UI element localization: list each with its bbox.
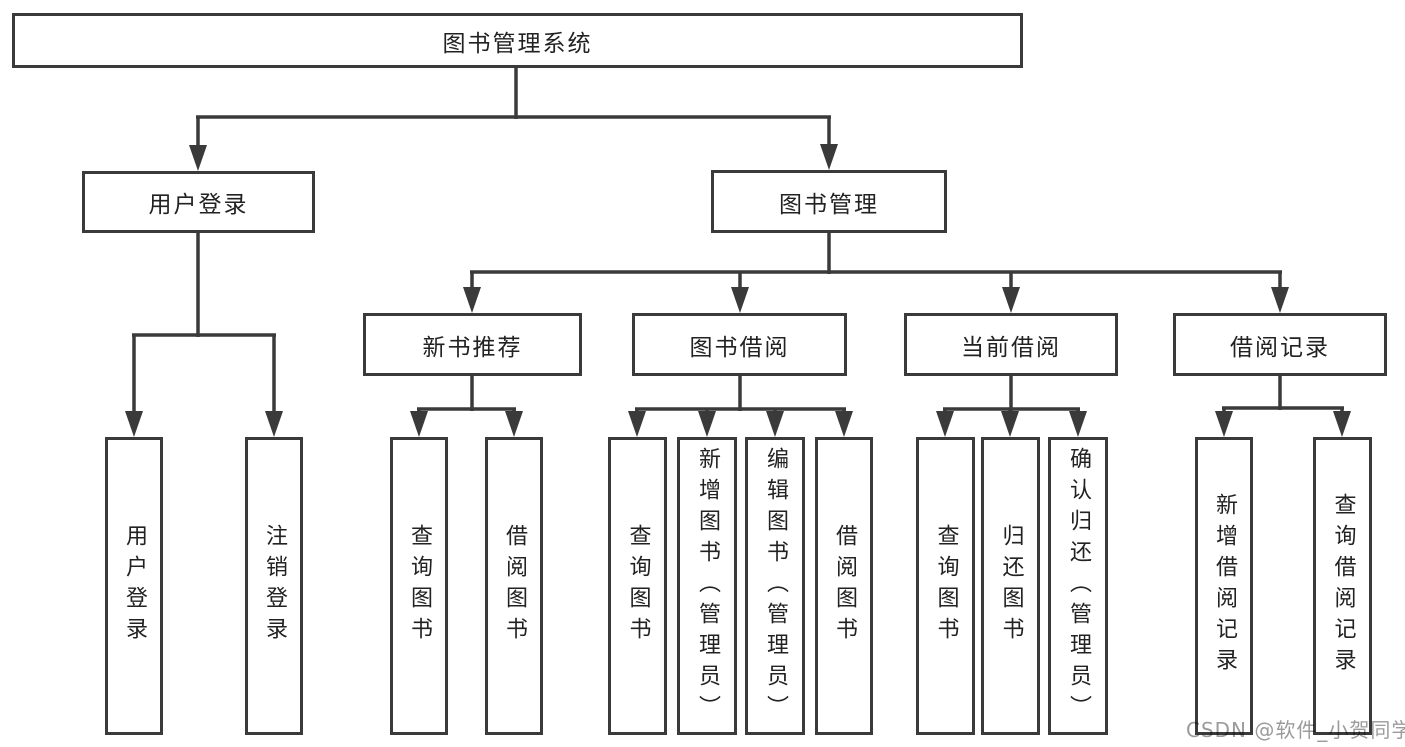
leaf-query-books-current: 查询图书	[916, 437, 975, 735]
leaf-add-borrow-record: 新增借阅记录	[1195, 437, 1253, 735]
leaf-logout: 注销登录	[245, 437, 303, 735]
node-book-borrowing: 图书借阅	[632, 313, 847, 376]
node-new-book-recommendation: 新书推荐	[363, 313, 582, 376]
node-current-borrowing: 当前借阅	[904, 313, 1118, 376]
node-borrowing-records: 借阅记录	[1173, 313, 1387, 376]
node-book-management: 图书管理	[711, 170, 947, 233]
leaf-confirm-return-admin: 确认归还（管理员）	[1048, 437, 1108, 735]
leaf-borrow-books: 借阅图书	[815, 437, 873, 735]
leaf-return-book: 归还图书	[981, 437, 1040, 735]
node-user-login: 用户登录	[82, 171, 315, 233]
leaf-borrow-books-recommend: 借阅图书	[485, 437, 543, 735]
csdn-watermark: CSDN @软件_小贺同学	[1186, 718, 1405, 742]
leaf-query-books-recommend: 查询图书	[390, 437, 448, 735]
leaf-query-borrow-record: 查询借阅记录	[1313, 437, 1372, 735]
leaf-add-book-admin: 新增图书（管理员）	[677, 437, 737, 735]
leaf-query-books-borrow: 查询图书	[608, 437, 667, 735]
node-library-management-system: 图书管理系统	[12, 13, 1023, 68]
leaf-user-login: 用户登录	[105, 437, 163, 735]
leaf-edit-book-admin: 编辑图书（管理员）	[745, 437, 805, 735]
